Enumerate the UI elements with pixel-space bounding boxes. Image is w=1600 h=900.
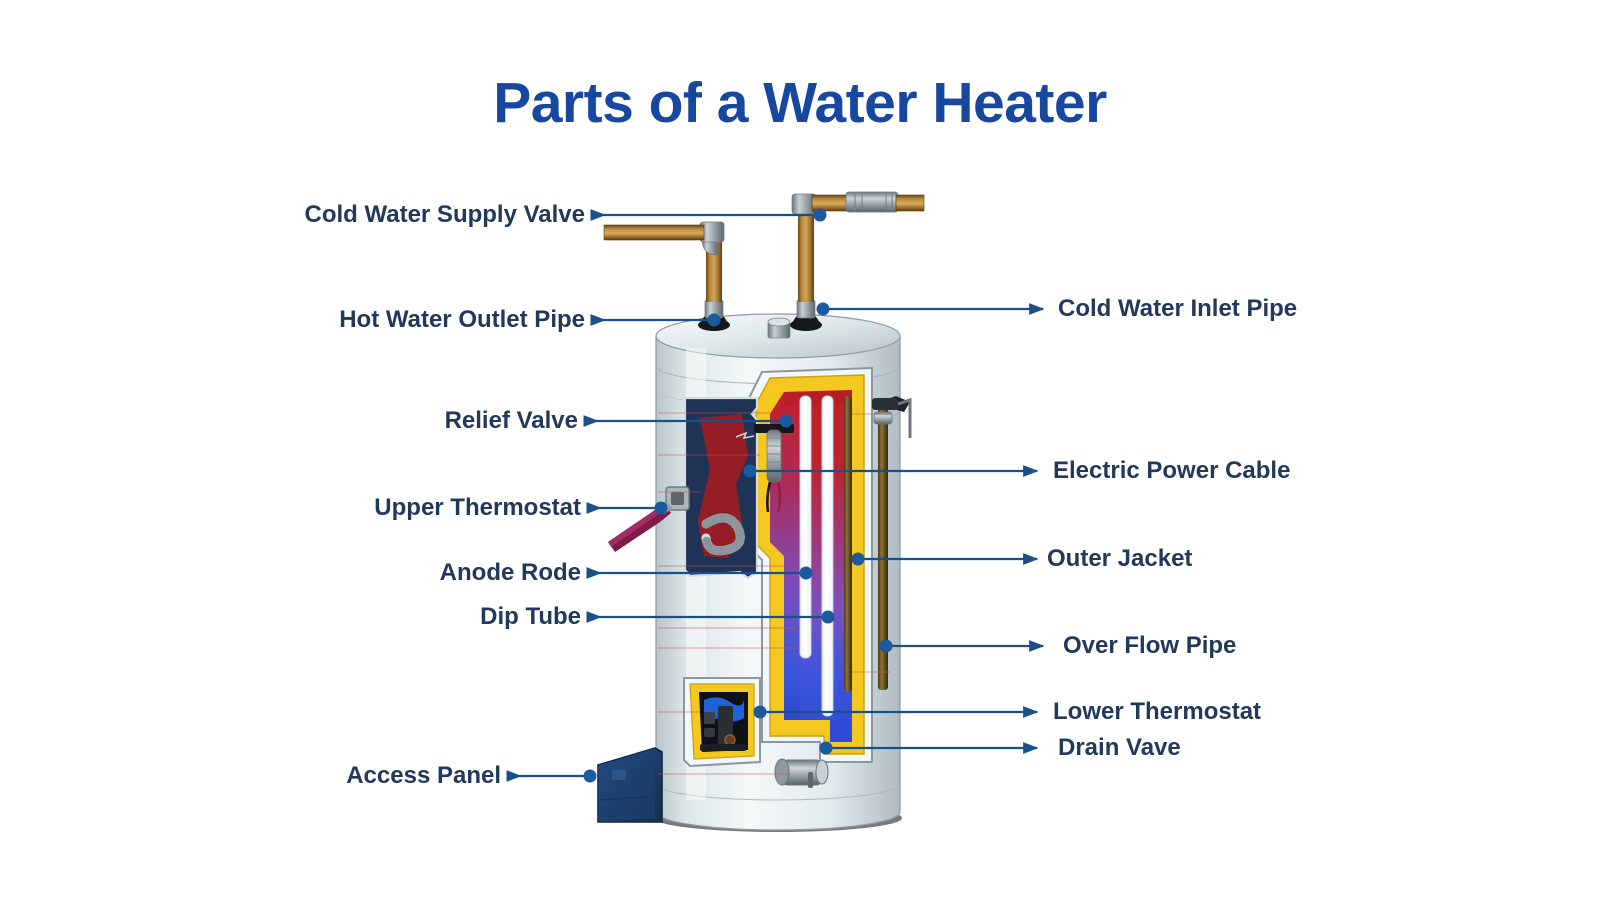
dot-anode-rode bbox=[799, 566, 813, 580]
internal-guide-lines bbox=[658, 412, 890, 775]
label-outer-jacket: Outer Jacket bbox=[1047, 545, 1193, 572]
over-flow-pipe bbox=[872, 396, 912, 690]
dot-relief-valve bbox=[779, 414, 793, 428]
leader-lines-left bbox=[506, 209, 828, 782]
dot-access-panel bbox=[583, 769, 597, 783]
label-cold-water-inlet-pipe: Cold Water Inlet Pipe bbox=[1058, 295, 1298, 322]
drain-vave bbox=[774, 758, 829, 788]
lower-thermostat-cutaway bbox=[683, 677, 761, 768]
dot-electric-power-cable bbox=[743, 464, 757, 478]
access-panel bbox=[597, 747, 663, 823]
upper-heating-element-cutaway bbox=[683, 396, 759, 580]
dot-lower-thermostat bbox=[753, 705, 767, 719]
label-lower-thermostat: Lower Thermostat bbox=[1053, 698, 1262, 725]
dot-upper-thermostat bbox=[654, 501, 668, 515]
dip-tube bbox=[799, 395, 812, 659]
label-hot-water-outlet-pipe: Hot Water Outlet Pipe bbox=[339, 306, 585, 333]
cold-water-inlet-pipe bbox=[790, 193, 849, 331]
label-relief-valve: Relief Valve bbox=[444, 407, 578, 434]
label-anode-rode: Anode Rode bbox=[439, 559, 581, 586]
dot-drain-vave bbox=[819, 741, 833, 755]
label-cold-water-supply-valve: Cold Water Supply Valve bbox=[304, 201, 585, 228]
label-dip-tube: Dip Tube bbox=[480, 603, 581, 630]
page-title: Parts of a Water Heater bbox=[493, 71, 1107, 135]
dot-hot-water-outlet-pipe bbox=[707, 313, 721, 327]
label-access-panel: Access Panel bbox=[346, 762, 501, 789]
label-drain-vave: Drain Vave bbox=[1058, 734, 1181, 761]
upper-thermostat-port bbox=[665, 486, 690, 511]
upper-element-coil bbox=[701, 513, 745, 556]
label-over-flow-pipe: Over Flow Pipe bbox=[1063, 632, 1237, 659]
relief-valve bbox=[754, 424, 794, 513]
hot-water-outlet-pipe bbox=[603, 221, 730, 331]
label-electric-power-cable: Electric Power Cable bbox=[1053, 457, 1291, 484]
dot-outer-jacket bbox=[851, 552, 865, 566]
leader-lines-right bbox=[750, 303, 1045, 754]
dot-over-flow-pipe bbox=[879, 639, 893, 653]
cold-water-supply-valve bbox=[845, 191, 925, 213]
dot-cold-water-inlet-pipe bbox=[816, 302, 830, 316]
label-upper-thermostat: Upper Thermostat bbox=[374, 494, 581, 521]
leader-dots-left bbox=[583, 208, 835, 783]
dot-cold-water-supply-valve bbox=[813, 208, 827, 222]
dot-dip-tube bbox=[821, 610, 835, 624]
anode-rode bbox=[844, 396, 852, 692]
tank-top-fitting bbox=[767, 317, 791, 339]
leader-dots-right bbox=[743, 302, 893, 755]
riser-tube bbox=[821, 395, 834, 717]
